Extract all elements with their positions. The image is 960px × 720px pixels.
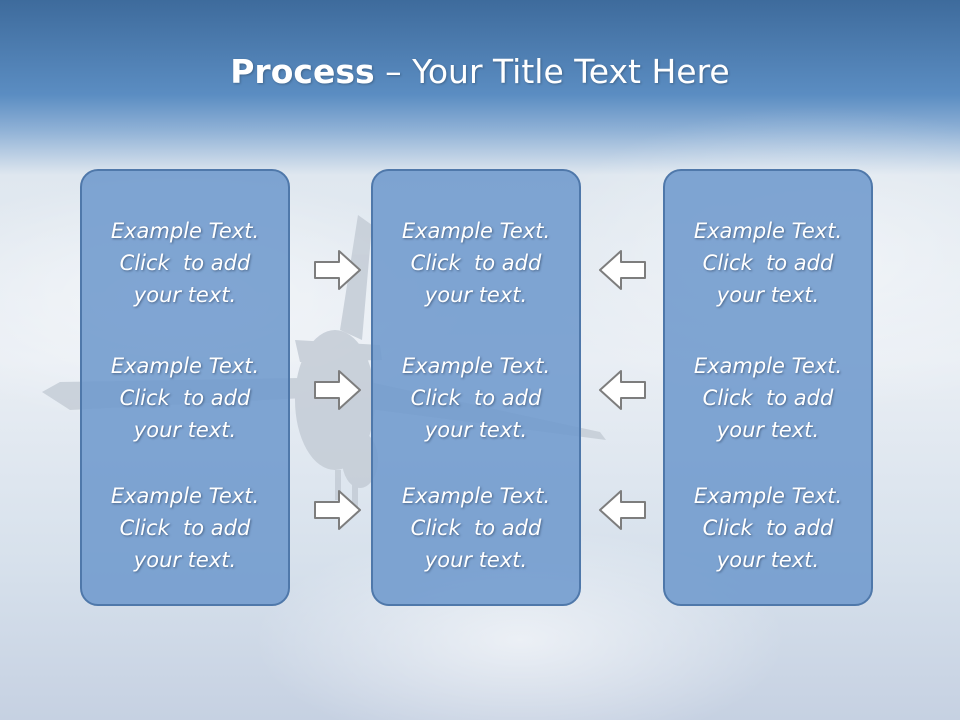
text-line: Click to add	[702, 251, 834, 275]
arrow-right-icon	[314, 370, 361, 410]
title-bold: Process	[230, 52, 375, 91]
text-line: Click to add	[119, 251, 251, 275]
text-block[interactable]: Example Text. Click to add your text.	[82, 350, 288, 446]
text-line: Example Text.	[401, 219, 551, 243]
text-line: your text.	[424, 283, 528, 307]
text-line: your text.	[133, 418, 237, 442]
text-line: Click to add	[702, 386, 834, 410]
process-box-center[interactable]: Example Text. Click to add your text. Ex…	[371, 169, 581, 606]
text-line: Click to add	[410, 386, 542, 410]
arrow-left-icon	[599, 250, 646, 290]
arrow-right-icon	[314, 490, 361, 530]
arrow-left-icon	[599, 370, 646, 410]
text-line: Example Text.	[401, 484, 551, 508]
text-line: Click to add	[410, 251, 542, 275]
arrow-right-icon	[314, 250, 361, 290]
text-line: Example Text.	[693, 354, 843, 378]
text-line: Example Text.	[110, 484, 260, 508]
text-block[interactable]: Example Text. Click to add your text.	[373, 350, 579, 446]
process-box-right[interactable]: Example Text. Click to add your text. Ex…	[663, 169, 873, 606]
text-line: your text.	[133, 548, 237, 572]
text-line: your text.	[716, 548, 820, 572]
text-block[interactable]: Example Text. Click to add your text.	[665, 350, 871, 446]
text-line: your text.	[716, 418, 820, 442]
text-block[interactable]: Example Text. Click to add your text.	[665, 215, 871, 311]
text-block[interactable]: Example Text. Click to add your text.	[82, 215, 288, 311]
text-block[interactable]: Example Text. Click to add your text.	[665, 480, 871, 576]
text-line: your text.	[424, 418, 528, 442]
arrow-left-icon	[599, 490, 646, 530]
text-line: your text.	[716, 283, 820, 307]
text-line: Example Text.	[693, 219, 843, 243]
text-block[interactable]: Example Text. Click to add your text.	[373, 480, 579, 576]
process-box-left[interactable]: Example Text. Click to add your text. Ex…	[80, 169, 290, 606]
title-rest: – Your Title Text Here	[374, 52, 730, 91]
text-line: Example Text.	[401, 354, 551, 378]
text-line: your text.	[424, 548, 528, 572]
text-block[interactable]: Example Text. Click to add your text.	[373, 215, 579, 311]
page-title[interactable]: Process – Your Title Text Here	[0, 52, 960, 91]
text-line: your text.	[133, 283, 237, 307]
text-line: Example Text.	[693, 484, 843, 508]
text-line: Click to add	[702, 516, 834, 540]
text-line: Click to add	[410, 516, 542, 540]
text-line: Click to add	[119, 386, 251, 410]
text-line: Click to add	[119, 516, 251, 540]
text-block[interactable]: Example Text. Click to add your text.	[82, 480, 288, 576]
text-line: Example Text.	[110, 354, 260, 378]
text-line: Example Text.	[110, 219, 260, 243]
